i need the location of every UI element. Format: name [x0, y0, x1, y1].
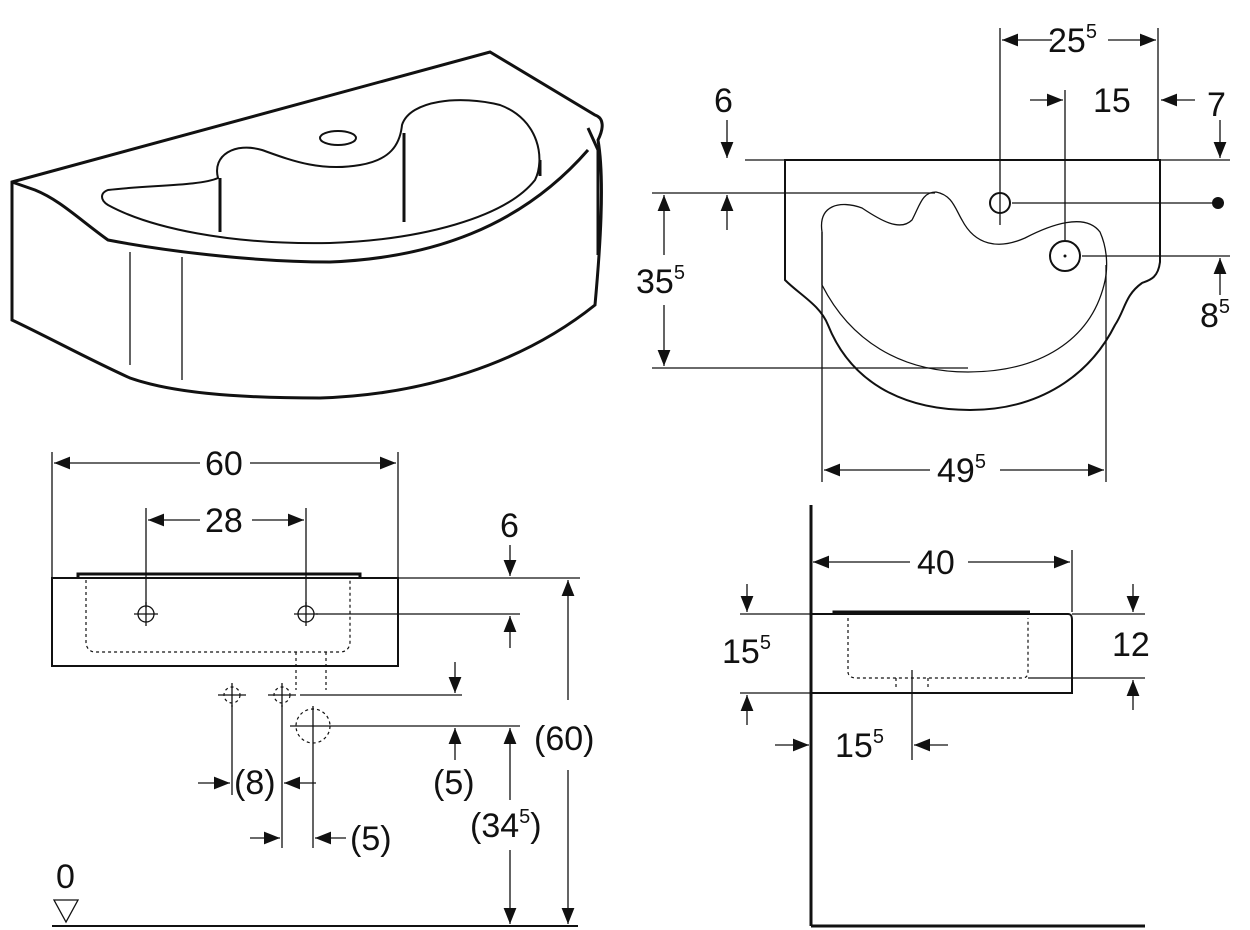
dim-15-5-horizontal: 155	[835, 726, 884, 765]
dim-25-5: 255	[1048, 21, 1097, 60]
dim-35-5: 355	[636, 262, 685, 301]
perspective-view	[10, 50, 604, 400]
dim-6-front: 6	[500, 507, 519, 545]
dim-34-5: (345)	[470, 806, 542, 845]
dim-12: 12	[1112, 626, 1150, 664]
dim-60-height: (60)	[534, 720, 594, 758]
dim-5-vertical: (5)	[433, 764, 475, 802]
dim-5-horizontal: (5)	[350, 820, 392, 858]
dim-8-5: 85	[1200, 296, 1230, 335]
dim-40: 40	[917, 544, 955, 582]
dim-6-top: 6	[714, 82, 733, 120]
drain-outlet	[290, 706, 520, 848]
floor-level-label: 0	[56, 858, 75, 896]
supply-right	[268, 683, 296, 707]
dim-28: 28	[205, 502, 243, 540]
dim-49-5: 495	[937, 451, 986, 490]
supply-left	[218, 683, 246, 707]
dim-8: (8)	[234, 764, 276, 802]
top-view: 255 15 7 6 355 85 495	[636, 21, 1230, 490]
front-view: 60 28 6 (60) (5) (345) (8) (5) 0	[51, 445, 594, 927]
dim-15: 15	[1093, 82, 1131, 120]
dim-7: 7	[1207, 86, 1226, 124]
side-view: 40 155 12 155	[722, 505, 1150, 928]
dim-60-width: 60	[205, 445, 243, 483]
dim-15-5-vertical: 155	[722, 632, 771, 671]
